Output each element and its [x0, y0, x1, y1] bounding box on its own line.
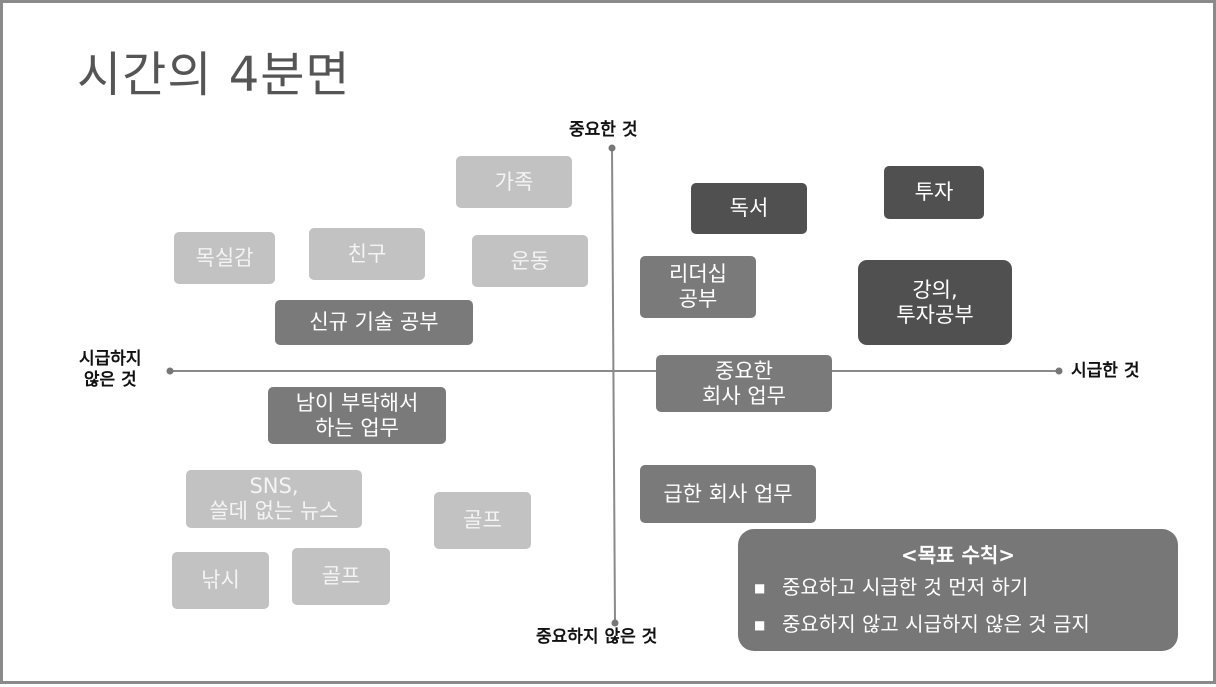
- axis-dot-left: [166, 367, 174, 375]
- item-important-company-work: 중요한 회사 업무: [656, 355, 832, 412]
- item-reading: 독서: [691, 183, 807, 234]
- item-golf-left: 골프: [292, 548, 390, 605]
- item-urgent-company-work: 급한 회사 업무: [640, 465, 816, 523]
- item-exercise: 운동: [472, 235, 588, 287]
- axis-dot-top: [608, 144, 616, 152]
- vertical-axis: [611, 147, 616, 624]
- item-fishing: 낚시: [172, 552, 269, 609]
- axis-label-important: 중요한 것: [569, 120, 638, 140]
- axis-dot-bottom: [611, 619, 619, 627]
- item-investment: 투자: [884, 166, 984, 219]
- item-family: 가족: [456, 156, 572, 208]
- item-leadership-study: 리더십 공부: [640, 256, 756, 318]
- axes: [166, 144, 1063, 627]
- page-title: 시간의 4분면: [77, 47, 351, 103]
- item-golf-right: 골프: [434, 492, 531, 549]
- goal-rule-item: ■중요하지 않고 시급하지 않은 것 금지: [754, 606, 1162, 643]
- goal-rules-title: <목표 수칙>: [900, 543, 1016, 567]
- axis-label-not-important: 중요하지 않은 것: [536, 627, 658, 647]
- goal-rule-item: ■중요하고 시급한 것 먼저 하기: [754, 569, 1162, 606]
- item-sns-news: SNS, 쓸데 없는 뉴스: [186, 470, 362, 528]
- axis-label-not-urgent: 시급하지 않은 것: [79, 349, 142, 390]
- item-friend: 친구: [309, 228, 425, 280]
- item-mokshilgam: 목실감: [174, 232, 275, 284]
- goal-rules-box: <목표 수칙> ■중요하고 시급한 것 먼저 하기 ■중요하지 않고 시급하지 …: [738, 529, 1178, 651]
- item-favor-work: 남이 부탁해서 하는 업무: [268, 387, 446, 444]
- axis-label-urgent: 시급한 것: [1071, 361, 1140, 381]
- bullet-icon: ■: [754, 618, 766, 632]
- item-new-tech-study: 신규 기술 공부: [275, 300, 473, 345]
- item-lecture-investment-study: 강의, 투자공부: [858, 260, 1012, 345]
- bullet-icon: ■: [754, 581, 766, 595]
- axis-dot-right: [1055, 367, 1063, 375]
